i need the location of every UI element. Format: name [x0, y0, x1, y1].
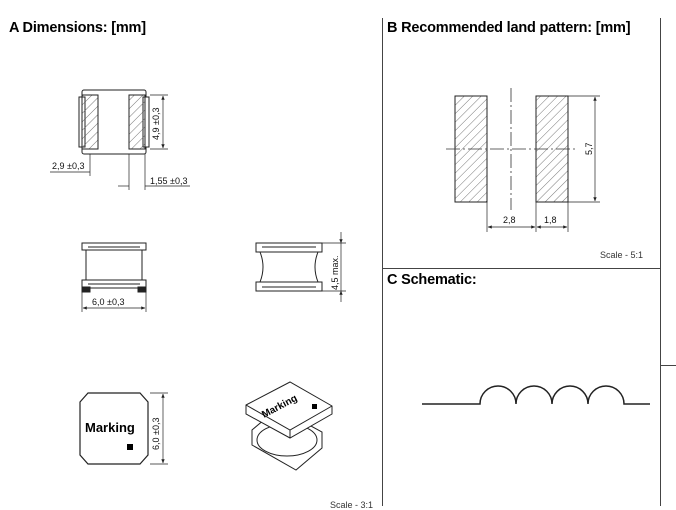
dim-marking-label: 6,0 ±0,3	[151, 418, 161, 450]
dim-side-height-label: 4,5 max.	[330, 255, 340, 290]
dim-pattern-gap	[486, 202, 569, 232]
component-front-view	[81, 242, 147, 293]
divider-a-b	[382, 18, 383, 506]
right-tick	[660, 365, 676, 366]
right-frame-line	[660, 18, 661, 506]
dim-front-width-label: 6,0 ±0,3	[92, 297, 124, 307]
scale-label-a: Scale - 3:1	[330, 500, 374, 510]
component-side-view	[255, 242, 323, 292]
section-b-title: B Recommended land pattern: [mm]	[387, 20, 631, 36]
marking-label-top: Marking	[85, 420, 135, 435]
component-marking-view	[79, 392, 149, 465]
inductor-symbol	[422, 385, 650, 405]
dim-top-pad-label: 1,55 ±0,3	[150, 176, 187, 186]
section-a-title: A Dimensions: [mm]	[9, 20, 146, 36]
component-top-view	[78, 89, 150, 155]
dim-pattern-pad-label: 1,8	[544, 215, 557, 225]
dim-top-height-label: 4,9 ±0,3	[151, 108, 161, 140]
dim-side-height	[322, 232, 346, 302]
land-pattern	[446, 88, 576, 210]
scale-label-b: Scale - 5:1	[600, 250, 644, 260]
component-isometric-view	[245, 381, 333, 471]
dim-top-height	[150, 94, 168, 150]
dim-top-width	[50, 154, 91, 176]
dim-top-pad	[118, 154, 190, 190]
dim-front-width	[81, 292, 147, 312]
dim-top-width-label: 2,9 ±0,3	[52, 161, 84, 171]
dim-pattern-height	[568, 95, 600, 203]
section-c-title: C Schematic:	[387, 272, 477, 288]
dim-pattern-gap-label: 2,8	[503, 215, 516, 225]
dim-marking	[150, 392, 168, 465]
dim-pattern-height-label: 5,7	[584, 142, 594, 155]
divider-b-c	[382, 268, 661, 269]
